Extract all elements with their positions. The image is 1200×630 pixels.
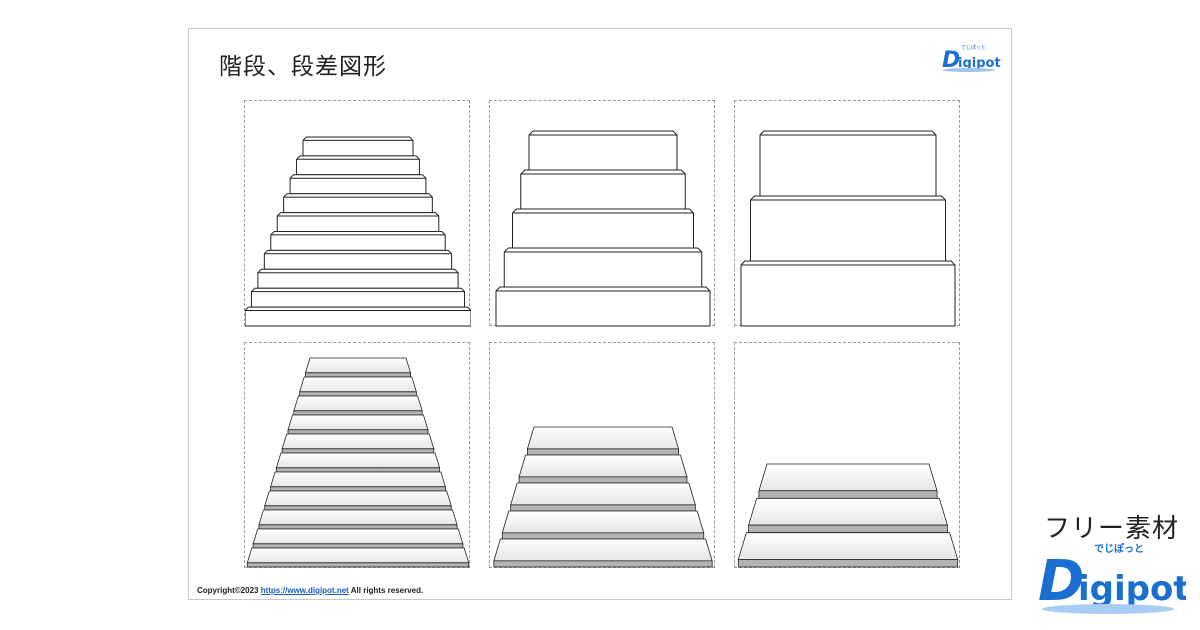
stair-step [263, 249, 453, 270]
stair-step [493, 538, 713, 568]
svg-text:D: D [1038, 549, 1084, 614]
stair-step [518, 454, 688, 484]
stair-step [264, 490, 452, 511]
stairs-panel-1 [244, 100, 471, 327]
stairs-panel-2 [489, 100, 715, 327]
stair-step [276, 212, 440, 232]
page-title: 階段、段差図形 [219, 54, 387, 80]
stair-step [275, 452, 441, 473]
stair-step [252, 528, 464, 549]
svg-text:でじぽっと: でじぽっと [1094, 542, 1144, 555]
stair-step [245, 306, 471, 327]
stair-step [287, 414, 429, 435]
stair-step [258, 509, 458, 530]
copyright-line: Copyright©2023 https://www.digipot.net A… [197, 586, 423, 595]
stair-step [281, 433, 435, 454]
stair-step [270, 471, 446, 492]
stair-step [302, 136, 414, 157]
stair-step [503, 247, 703, 288]
stairs-panel-4 [244, 342, 470, 568]
stair-step [737, 532, 959, 568]
stair-step [293, 395, 423, 416]
digipot-logo-large: でじぽっと D igipot [1038, 542, 1186, 614]
stair-step [296, 155, 420, 176]
stairs-gradient-3 [737, 463, 959, 568]
stairs-gradient-11 [246, 357, 470, 568]
svg-text:でじぽっと: でじぽっと [961, 44, 986, 51]
stair-step [758, 463, 938, 499]
stair-step [748, 497, 948, 534]
stair-step [304, 357, 412, 378]
stair-step [246, 547, 470, 568]
stairs-panel-6 [734, 342, 960, 568]
stair-step [740, 260, 956, 327]
stair-step [501, 510, 705, 540]
stair-step [520, 169, 686, 210]
stairs-panel-3 [734, 100, 960, 327]
stair-step [526, 426, 680, 456]
slide: 階段、段差図形 でじぽっと D igipot Copyright©2023 ht… [188, 28, 1012, 600]
digipot-logo-small: でじぽっと D igipot [942, 44, 1001, 73]
svg-text:D: D [942, 48, 960, 73]
svg-text:igipot: igipot [958, 56, 1001, 71]
copyright-link[interactable]: https://www.digipot.net [260, 586, 349, 595]
stair-step [250, 287, 466, 308]
stair-step [299, 376, 417, 397]
stair-step [257, 268, 459, 289]
stair-step [750, 195, 946, 262]
free-material-tagline: フリー素材 [1044, 514, 1180, 544]
stairs-gradient-5 [493, 426, 713, 568]
copyright-suffix: All rights reserved. [348, 586, 424, 595]
stair-step [283, 193, 433, 214]
stairs-outline-10 [245, 136, 471, 327]
stair-step [495, 286, 711, 327]
stair-step [270, 231, 446, 251]
stair-step [289, 174, 427, 195]
stairs-outline-5 [495, 130, 711, 327]
stairs-panel-5 [489, 342, 715, 568]
stair-step [528, 130, 678, 171]
stair-step [512, 208, 694, 249]
copyright-prefix: Copyright©2023 [197, 586, 261, 595]
stairs-outline-3 [740, 130, 956, 327]
stair-step [510, 482, 696, 512]
svg-text:igipot: igipot [1078, 569, 1186, 609]
stair-step [759, 130, 937, 197]
